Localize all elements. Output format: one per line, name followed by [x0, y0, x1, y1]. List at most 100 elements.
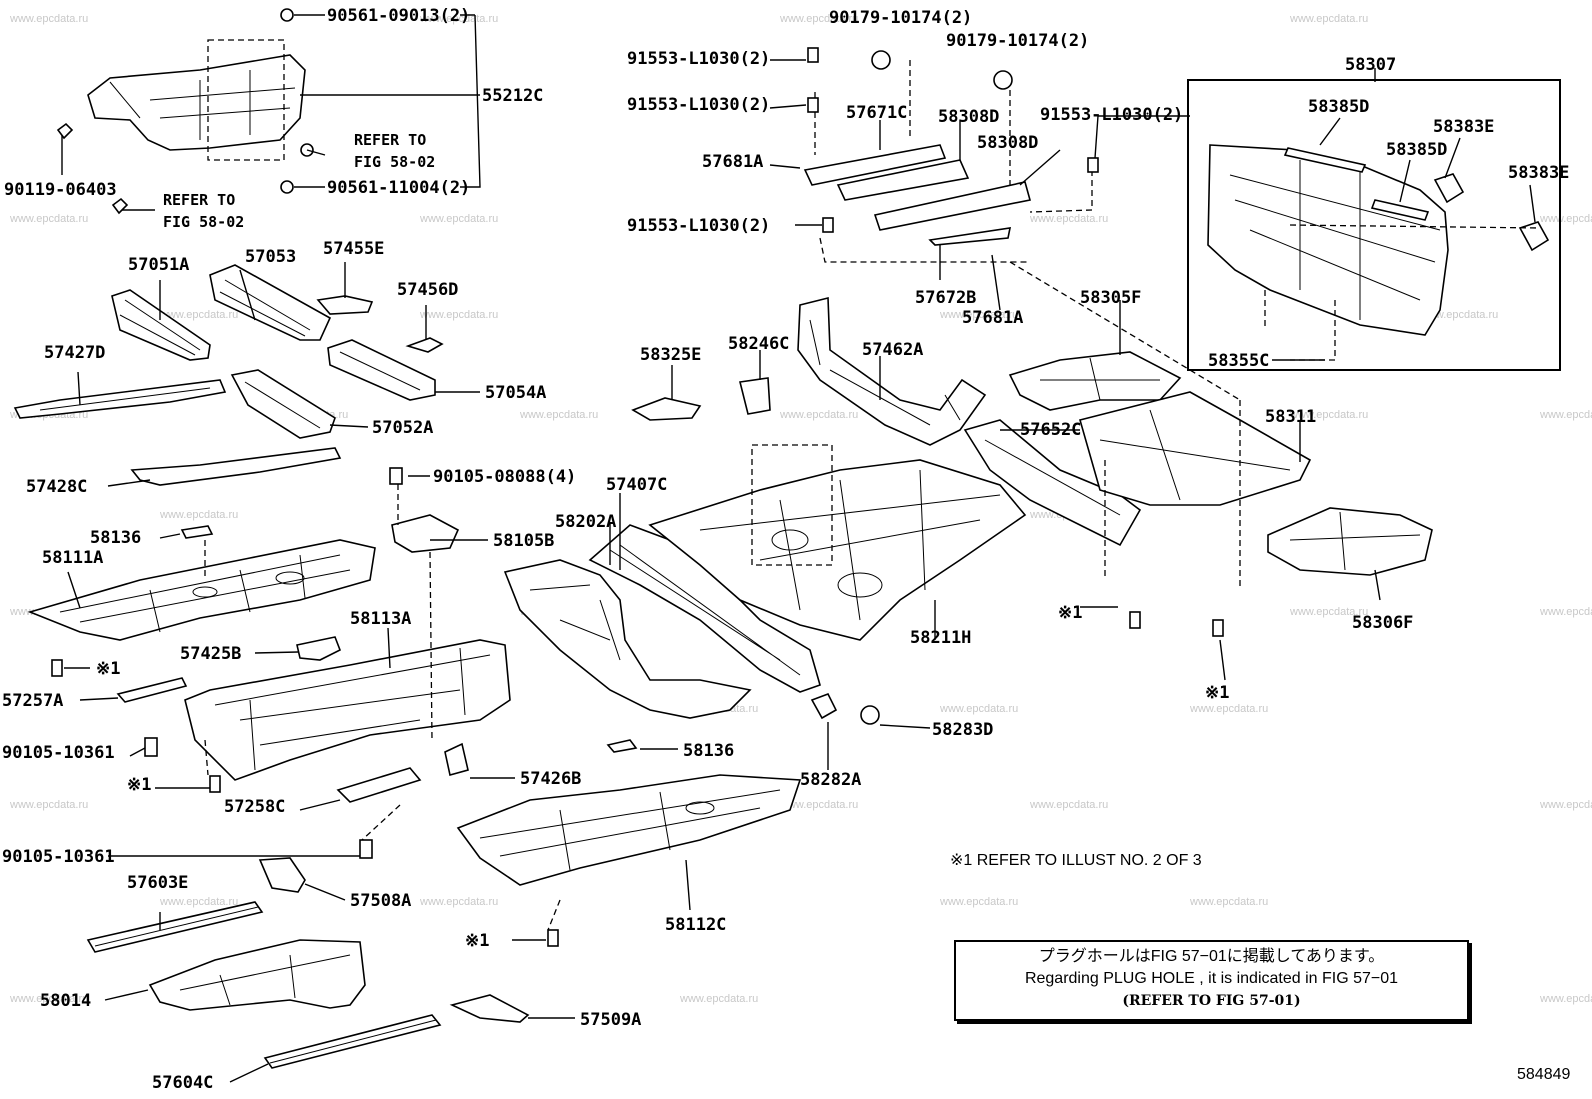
label-58136: 58136 [90, 528, 141, 548]
label-90105-10361: 90105-10361 [2, 743, 115, 763]
label-91553-L1030: 91553-L1030(2) [627, 49, 770, 69]
label-58355C: 58355C [1208, 351, 1269, 371]
part-shapes [13, 8, 1561, 1069]
watermark: www.epcdata.ru [419, 213, 498, 225]
label-58283D: 58283D [932, 720, 993, 740]
watermark: www.epcdata.ru [779, 13, 858, 25]
plug-hole-note-japanese: プラグホールはFIG 57−01に掲載してあります。 [1038, 948, 1385, 965]
label-58014: 58014 [40, 991, 91, 1011]
label-57426B: 57426B [520, 769, 581, 789]
label-58385D: 58385D [1308, 97, 1369, 117]
watermark: www.epcdata.ru [1539, 993, 1592, 1005]
watermark: www.epcdata.ru [779, 409, 858, 421]
watermark: www.epcdata.ru [9, 13, 88, 25]
label-58306F: 58306F [1352, 613, 1413, 633]
watermark: www.epcdata.ru [419, 13, 498, 25]
label-57509A: 57509A [580, 1010, 641, 1030]
label-57681A: 57681A [962, 308, 1023, 328]
label-90179-10174: 90179-10174(2) [829, 8, 972, 28]
watermark: www.epcdata.ru [779, 799, 858, 811]
label-refer-fig-58-02: REFER TO [354, 131, 426, 149]
label-57054A: 57054A [485, 383, 546, 403]
part-55212C [87, 54, 306, 151]
watermark: www.epcdata.ru [1289, 409, 1368, 421]
watermark: www.epcdata.ru [159, 896, 238, 908]
plug-hole-note-box: プラグホールはFIG 57−01に掲載してあります。 Regarding PLU… [954, 940, 1469, 1021]
watermark: www.epcdata.ru [939, 896, 1018, 908]
watermark: www.epcdata.ru [939, 309, 1018, 321]
label-58383E: 58383E [1508, 163, 1569, 183]
label-91553-L1030: 91553-L1030(2) [627, 216, 770, 236]
label-refer-fig-58-02: FIG 58-02 [354, 153, 435, 171]
label-90105-08088: 90105-08088(4) [433, 467, 576, 487]
label-57671C: 57671C [846, 103, 907, 123]
label-58305F: 58305F [1080, 288, 1141, 308]
label-58311: 58311 [1265, 407, 1316, 427]
figure-number: 584849 [1517, 1066, 1571, 1083]
label-58111A: 58111A [42, 548, 103, 568]
label-58105B: 58105B [493, 531, 554, 551]
label-58385D: 58385D [1386, 140, 1447, 160]
watermark: www.epcdata.ru [9, 799, 88, 811]
label-58246C: 58246C [728, 334, 789, 354]
watermark: www.epcdata.ru [1539, 606, 1592, 618]
label-57652C: 57652C [1020, 420, 1081, 440]
watermark: www.epcdata.ru [939, 703, 1018, 715]
label-58325E: 58325E [640, 345, 701, 365]
watermark: www.epcdata.ru [1289, 13, 1368, 25]
watermark: www.epcdata.ru [419, 896, 498, 908]
label-57604C: 57604C [152, 1073, 213, 1093]
leader-lines [61, 14, 1536, 1083]
label-91553-L1030: 91553-L1030(2) [627, 95, 770, 115]
label-refer-note-1: ※1 [127, 775, 151, 795]
label-57425B: 57425B [180, 644, 241, 664]
label-57672B: 57672B [915, 288, 976, 308]
label-57407C: 57407C [606, 475, 667, 495]
label-refer-fig-58-02: REFER TO [163, 191, 235, 209]
label-57427D: 57427D [44, 343, 105, 363]
label-57508A: 57508A [350, 891, 411, 911]
label-55212C: 55212C [482, 86, 543, 106]
plug-hole-note-english: Regarding PLUG HOLE , it is indicated in… [1024, 970, 1399, 987]
label-57462A: 57462A [862, 340, 923, 360]
watermark: www.epcdata.ru [1029, 799, 1108, 811]
watermark: www.epcdata.ru [1539, 409, 1592, 421]
label-58307: 58307 [1345, 55, 1396, 75]
label-91553-L1030: 91553-L1030(2) [1040, 105, 1183, 125]
label-refer-fig-58-02: FIG 58-02 [163, 213, 244, 231]
label-90561-11004: 90561-11004(2) [327, 178, 470, 198]
label-90119-06403: 90119-06403 [4, 180, 117, 200]
label-57053: 57053 [245, 247, 296, 267]
label-57051A: 57051A [128, 255, 189, 275]
watermark: www.epcdata.ru [1539, 799, 1592, 811]
label-58113A: 58113A [350, 609, 411, 629]
watermark: www.epcdata.ru [9, 993, 88, 1005]
watermark: www.epcdata.ru [159, 509, 238, 521]
label-refer-note-1: ※1 [1205, 683, 1229, 703]
label-refer-note-1: ※1 [96, 659, 120, 679]
label-refer-note-1: ※1 [1058, 603, 1082, 623]
label-58308D: 58308D [938, 107, 999, 127]
label-58136: 58136 [683, 741, 734, 761]
label-57603E: 57603E [127, 873, 188, 893]
watermark: www.epcdata.ru [1029, 213, 1108, 225]
watermark: www.epcdata.ru [1189, 896, 1268, 908]
label-refer-note-1: ※1 [465, 931, 489, 951]
label-57258C: 57258C [224, 797, 285, 817]
watermark: www.epcdata.ru [159, 309, 238, 321]
watermark: www.epcdata.ru [419, 309, 498, 321]
label-57456D: 57456D [397, 280, 458, 300]
label-58202A: 58202A [555, 512, 616, 532]
label-58308D: 58308D [977, 133, 1038, 153]
label-57428C: 57428C [26, 477, 87, 497]
label-58112C: 58112C [665, 915, 726, 935]
label-57681A: 57681A [702, 152, 763, 172]
label-57052A: 57052A [372, 418, 433, 438]
refer-illustration-note: ※1 REFER TO ILLUST NO. 2 OF 3 [950, 852, 1202, 869]
label-90179-10174: 90179-10174(2) [946, 31, 1089, 51]
watermark: www.epcdata.ru [679, 993, 758, 1005]
watermark: www.epcdata.ru [519, 409, 598, 421]
watermark: www.epcdata.ru [1539, 213, 1592, 225]
label-90561-09013: 90561-09013(2) [327, 6, 470, 26]
label-58383E: 58383E [1433, 117, 1494, 137]
